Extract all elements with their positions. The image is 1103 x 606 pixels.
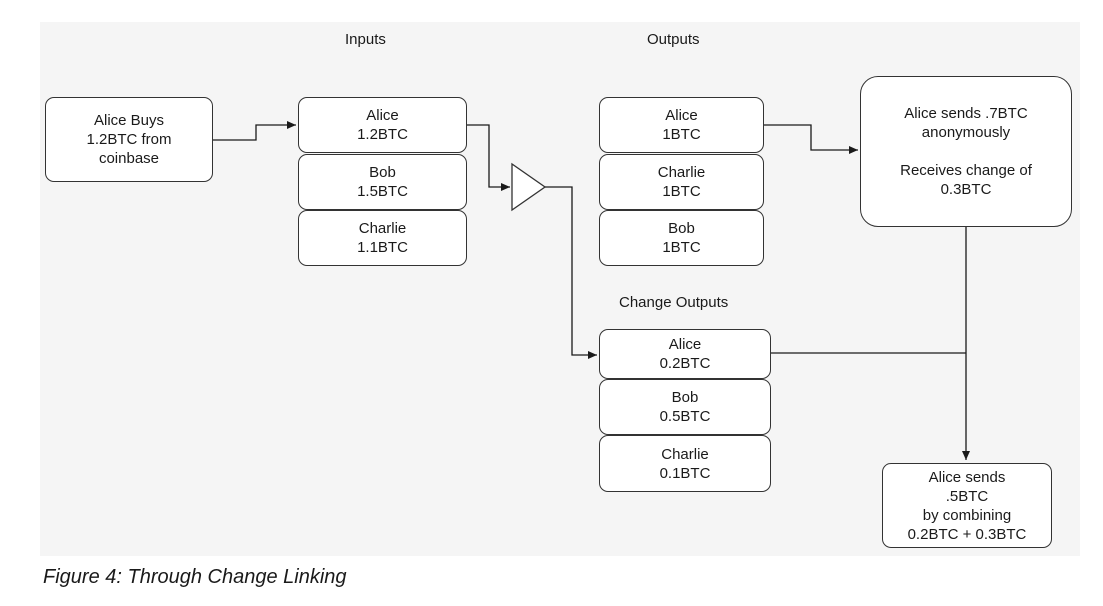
input-amount: 1.2BTC — [357, 126, 408, 143]
change-name: Charlie — [661, 445, 709, 463]
output-amount: 1BTC — [662, 126, 701, 143]
send-node-line: anonymously — [921, 124, 1011, 141]
outputs-heading: Outputs — [647, 31, 700, 48]
change-amount: 0.5BTC — [659, 408, 711, 425]
start-node-alice-buys: Alice Buys 1.2BTC from coinbase — [45, 97, 213, 182]
inputs-heading: Inputs — [345, 31, 386, 48]
input-box-bob: Bob 1.5BTC — [298, 154, 467, 210]
input-name: Bob — [369, 164, 396, 181]
output-box-bob: Bob 1BTC — [599, 210, 764, 266]
change-amount: 0.2BTC — [659, 355, 711, 372]
figure-caption: Figure 4: Through Change Linking — [43, 566, 347, 588]
arrow-start-to-inputs — [212, 121, 296, 141]
change-box-bob: Bob 0.5BTC — [599, 379, 771, 435]
combine-node-line: .5BTC — [945, 487, 989, 505]
start-node-line: coinbase — [98, 150, 160, 167]
combine-node-line: 0.2BTC + 0.3BTC — [907, 525, 1027, 543]
output-name: Charlie — [657, 164, 706, 181]
output-amount: 1BTC — [662, 183, 701, 200]
output-amount: 1BTC — [662, 239, 701, 256]
arrow-inputs-to-mixer — [466, 124, 510, 191]
arrow-output-to-send — [763, 124, 858, 154]
input-name: Alice — [366, 107, 399, 124]
change-name: Bob — [671, 389, 699, 406]
start-node-line: Alice Buys — [93, 112, 165, 129]
input-name: Charlie — [358, 220, 407, 237]
send-node-alice: Alice sends .7BTC anonymously Receives c… — [860, 76, 1072, 227]
arrow-mixer-to-change — [545, 186, 597, 359]
start-node-line: 1.2BTC from — [86, 131, 172, 148]
output-name: Bob — [668, 220, 695, 237]
send-node-line: Receives change of — [900, 162, 1032, 179]
combine-node-line: by combining — [922, 506, 1012, 524]
output-box-charlie: Charlie 1BTC — [599, 154, 764, 210]
mixer-triangle-icon — [511, 162, 547, 212]
send-node-line: Alice sends .7BTC — [904, 105, 1028, 122]
change-box-charlie: Charlie 0.1BTC — [599, 435, 771, 492]
change-box-alice: Alice 0.2BTC — [599, 329, 771, 379]
combine-node-line: Alice sends — [928, 468, 1006, 486]
change-name: Alice — [668, 336, 702, 353]
output-name: Alice — [665, 107, 698, 124]
send-node-line: 0.3BTC — [940, 181, 992, 198]
input-amount: 1.5BTC — [357, 183, 408, 200]
combine-node-alice: Alice sends .5BTC by combining 0.2BTC + … — [882, 463, 1052, 548]
change-outputs-heading: Change Outputs — [619, 294, 729, 311]
output-box-alice: Alice 1BTC — [599, 97, 764, 153]
input-box-charlie: Charlie 1.1BTC — [298, 210, 467, 266]
input-box-alice: Alice 1.2BTC — [298, 97, 467, 153]
input-amount: 1.1BTC — [357, 239, 408, 256]
change-amount: 0.1BTC — [659, 464, 711, 482]
